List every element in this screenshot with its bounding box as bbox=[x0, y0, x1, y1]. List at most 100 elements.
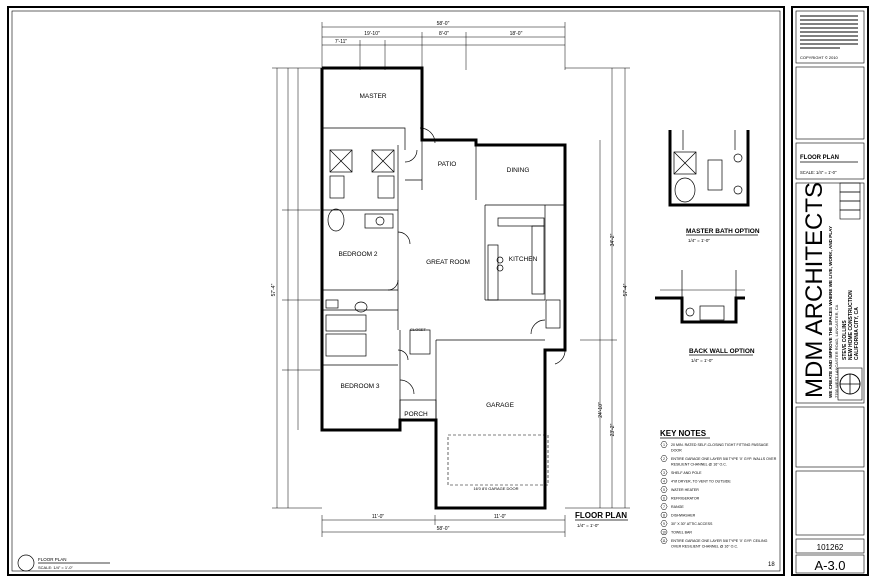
project-type: NEW HOME CONSTRUCTION bbox=[848, 290, 854, 360]
key-note-text: 20 MIN. RATED SELF-CLOSING TIGHT FITTING… bbox=[671, 443, 769, 447]
dim-overall-right: 57'-4" bbox=[623, 283, 629, 296]
title-block: COPYRIGHT © 2010 FLOOR PLAN SCALE: 1/4" … bbox=[791, 6, 869, 576]
dimension-lines-top: 58'-0" 19'-10" 8'-0" 18'-0" 7'-11" bbox=[321, 21, 566, 70]
key-note-text: DOOR bbox=[671, 449, 682, 453]
dim-bottom-overall: 58'-0" bbox=[437, 526, 450, 532]
project-location: CALIFORNIA CITY, CA bbox=[854, 307, 860, 360]
room-bedroom3: BEDROOM 3 bbox=[340, 383, 379, 390]
key-note-item: 9 30" X 30" ATTIC ACCESS bbox=[660, 520, 713, 527]
dim-right-2: 23'-2" bbox=[610, 423, 616, 436]
sheet-scale: SCALE: 1/4" = 1'-0" bbox=[800, 170, 837, 175]
bath-2-tub bbox=[325, 333, 367, 357]
back-wall-option-scale: 1/4" = 1'-0" bbox=[691, 358, 713, 363]
copyright: COPYRIGHT © 2010 bbox=[800, 55, 839, 60]
key-note-text: 4"Ø DRYER, TO VENT TO OUTSIDE bbox=[671, 480, 731, 484]
room-porch: PORCH bbox=[404, 411, 428, 418]
master-bath-tub bbox=[327, 208, 345, 232]
key-note-marker-icon bbox=[660, 441, 668, 448]
key-note-item: 3 SHELF AND POLE bbox=[660, 469, 702, 476]
dim-top-right: 18'-0" bbox=[510, 31, 523, 37]
exterior-walls bbox=[320, 66, 567, 510]
master-bath-option-title: MASTER BATH OPTION bbox=[686, 228, 760, 235]
firm-address: 7795 WEST LANCASTER ROAD, LANCASTER, CA bbox=[834, 304, 839, 398]
key-note-text: WATER HEATER bbox=[671, 488, 699, 492]
key-note-item: 10 TOWEL BAR bbox=[660, 528, 692, 536]
key-note-marker-icon bbox=[660, 486, 668, 493]
key-note-text: TOWEL BAR bbox=[671, 531, 692, 535]
key-note-item: 5 WATER HEATER bbox=[660, 486, 699, 493]
floor-plan-caption: FLOOR PLAN bbox=[575, 511, 627, 520]
back-wall-option-detail: BACK WALL OPTION 1/4" = 1'-0" bbox=[655, 270, 755, 363]
key-note-number: 5 bbox=[663, 488, 665, 492]
sheet-number: A-3.0 bbox=[814, 558, 845, 573]
bath-2-toilet bbox=[354, 301, 368, 313]
footer-scale: SCALE: 1/4" = 1'-0" bbox=[38, 565, 73, 570]
sheet-inner-border bbox=[11, 10, 781, 572]
dim-garage-depth: 24'-10" bbox=[598, 402, 604, 418]
room-dining: DINING bbox=[507, 167, 530, 174]
master-bath-option-scale: 1/4" = 1'-0" bbox=[688, 238, 710, 243]
key-note-marker-icon bbox=[660, 455, 668, 462]
dim-bottom-left: 11'-0" bbox=[372, 514, 385, 520]
key-note-text: 30" X 30" ATTIC ACCESS bbox=[671, 522, 713, 526]
key-note-item: 6 REFRIGERATOR bbox=[660, 494, 700, 502]
footer-label: FLOOR PLAN bbox=[38, 557, 67, 562]
key-note-text: RESILIENT CHANNEL @ 16" O.C. bbox=[671, 463, 727, 467]
kitchen-counter bbox=[531, 225, 545, 295]
key-note-number: 3 bbox=[663, 471, 665, 475]
sheet-title: FLOOR PLAN bbox=[800, 155, 839, 161]
key-note-text: DISHWASHER bbox=[671, 514, 696, 518]
key-note-text: ENTIRE GARAGE ONE LAYER 5/8 TYPE 'X' GYP… bbox=[671, 457, 777, 461]
key-note-item: 4 4"Ø DRYER, TO VENT TO OUTSIDE bbox=[660, 477, 731, 485]
footer-label-block: FLOOR PLAN SCALE: 1/4" = 1'-0" 18 bbox=[17, 554, 775, 572]
dimension-lines-bottom: 11'-0" 11'-0" 58'-0" bbox=[321, 514, 566, 537]
key-note-number: 8 bbox=[663, 514, 665, 518]
key-note-text: OVER RESILIENT CHANNEL @ 16" O.C. bbox=[671, 545, 738, 549]
key-note-marker-icon bbox=[660, 469, 668, 476]
room-bedroom2: BEDROOM 2 bbox=[338, 251, 377, 258]
key-note-text: REFRIGERATOR bbox=[671, 497, 700, 501]
dim-top-sub1: 7'-11" bbox=[335, 39, 348, 45]
key-note-marker-icon bbox=[660, 477, 668, 485]
master-tub bbox=[371, 149, 395, 173]
key-note-number: 4 bbox=[663, 480, 665, 484]
key-note-marker-icon bbox=[660, 537, 668, 544]
dim-right-1: 34'-2" bbox=[610, 233, 616, 246]
room-patio: PATIO bbox=[438, 161, 457, 168]
room-closet: CLOSET bbox=[410, 327, 427, 332]
master-shower bbox=[329, 149, 353, 173]
key-note-marker-icon bbox=[660, 528, 668, 536]
key-note-number: 10 bbox=[662, 531, 666, 535]
key-note-number: 11 bbox=[662, 539, 666, 543]
dim-top-mid: 8'-0" bbox=[439, 31, 449, 37]
room-kitchen: KITCHEN bbox=[509, 256, 538, 263]
dim-overall-left: 57'-4" bbox=[271, 283, 277, 296]
back-wall-option-title: BACK WALL OPTION bbox=[689, 348, 755, 355]
project-owner: STEVE COLLINS bbox=[842, 320, 848, 360]
key-note-marker-icon bbox=[660, 503, 668, 510]
key-note-marker-icon bbox=[660, 520, 668, 527]
dim-top-left: 19'-10" bbox=[364, 31, 380, 37]
room-garage: GARAGE bbox=[486, 402, 514, 409]
floor-plan-scale: 1/4" = 1'-0" bbox=[577, 523, 599, 528]
dim-overall-top: 58'-0" bbox=[437, 21, 450, 27]
key-note-text: SHELF AND POLE bbox=[671, 471, 702, 475]
fixtures bbox=[325, 127, 566, 421]
key-notes-title: KEY NOTES bbox=[660, 429, 707, 438]
dimension-lines-left: 57'-4" bbox=[271, 67, 322, 509]
dimension-lines-right: 57'-4" 34'-2" 23'-2" 24'-10" bbox=[565, 67, 630, 509]
master-bath-option-detail: MASTER BATH OPTION 1/4" = 1'-0" bbox=[668, 130, 760, 243]
key-note-number: 9 bbox=[663, 522, 665, 526]
copyright-fine-print bbox=[800, 15, 858, 49]
key-note-number: 2 bbox=[663, 457, 665, 461]
key-note-text: RANGE bbox=[671, 505, 684, 509]
firm-name: MDM ARCHITECTS bbox=[801, 182, 828, 398]
key-note-number: 6 bbox=[663, 497, 665, 501]
key-note-item: 2 ENTIRE GARAGE ONE LAYER 5/8 TYPE 'X' GY… bbox=[660, 455, 777, 467]
